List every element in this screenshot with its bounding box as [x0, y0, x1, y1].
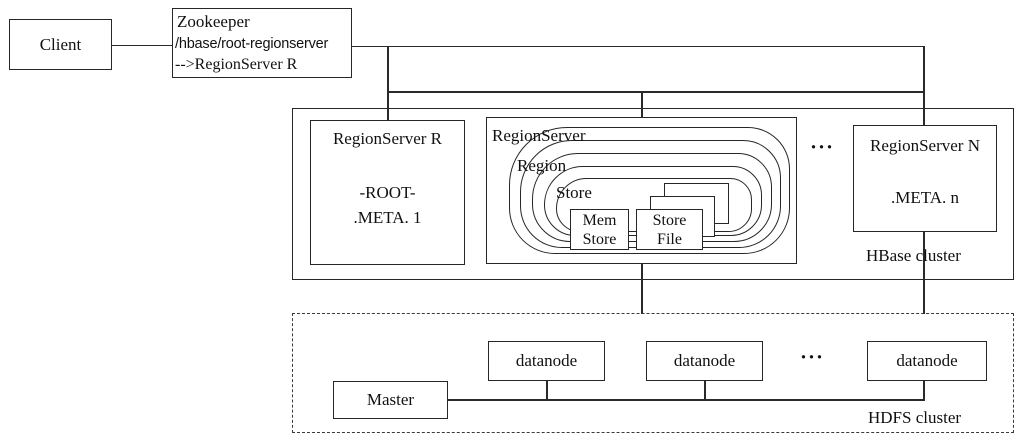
regionserver-generic-title: RegionServer — [492, 126, 586, 145]
client-box: Client — [9, 19, 112, 70]
connector-master-datanodes — [448, 399, 925, 401]
master-label: Master — [366, 390, 415, 409]
connector-second-horizontal — [388, 91, 925, 93]
stub-datanode-1 — [546, 380, 548, 400]
store-label: Store — [556, 183, 592, 202]
hbase-cluster-label: HBase cluster — [866, 246, 961, 265]
storefile-label-line2: File — [657, 230, 682, 248]
zookeeper-box: Zookeeper /hbase/root-regionserver -->Re… — [172, 8, 352, 78]
zookeeper-mapping: -->RegionServer R — [175, 56, 298, 73]
regionserver-ellipsis: ··· — [810, 135, 835, 159]
storefile-label-line1: Store — [652, 211, 687, 229]
regionserver-n-title: RegionServer N — [869, 136, 980, 155]
regionserver-r-title: RegionServer R — [332, 129, 443, 148]
connector-drop-rs-mid — [641, 92, 643, 118]
connector-top-horizontal — [351, 45, 925, 48]
datanode-box-3: datanode — [867, 341, 987, 381]
hdfs-cluster-label: HDFS cluster — [868, 408, 962, 427]
master-box: Master — [333, 381, 448, 419]
zookeeper-title: Zookeeper — [177, 12, 250, 31]
connector-drop-rs-n — [923, 46, 925, 126]
datanode-box-2: datanode — [646, 341, 763, 381]
datanode-ellipsis: ··· — [800, 345, 825, 369]
stub-datanode-2 — [704, 380, 706, 400]
meta1-table-label: .META. 1 — [353, 208, 422, 227]
datanode-label: datanode — [896, 351, 958, 370]
root-table-label: -ROOT- — [359, 183, 416, 202]
stub-datanode-3 — [923, 380, 925, 400]
memstore-box: Mem Store — [570, 209, 629, 250]
hdfs-cluster-box — [292, 313, 1014, 433]
zookeeper-znode-path: /hbase/root-regionserver — [175, 36, 329, 52]
meta-n-table-label: .META. n — [890, 188, 960, 207]
datanode-label: datanode — [673, 351, 736, 370]
connector-drop-rs-r — [387, 46, 389, 120]
connector-rsmid-hdfs — [641, 263, 643, 314]
datanode-box-1: datanode — [488, 341, 605, 381]
regionserver-r-box: RegionServer R -ROOT- .META. 1 — [310, 120, 465, 265]
memstore-label-line2: Store — [582, 230, 617, 248]
region-label: Region — [517, 156, 567, 175]
client-label: Client — [39, 34, 82, 54]
hbase-cluster-box — [292, 108, 1014, 280]
memstore-label-line1: Mem — [582, 211, 617, 229]
storefile-box-front: Store File — [636, 209, 703, 250]
region-card-1 — [509, 127, 790, 254]
connector-client-zookeeper — [112, 44, 173, 47]
connector-rsn-hdfs — [923, 231, 925, 314]
datanode-label: datanode — [515, 351, 578, 370]
regionserver-n-box: RegionServer N .META. n — [853, 125, 997, 232]
